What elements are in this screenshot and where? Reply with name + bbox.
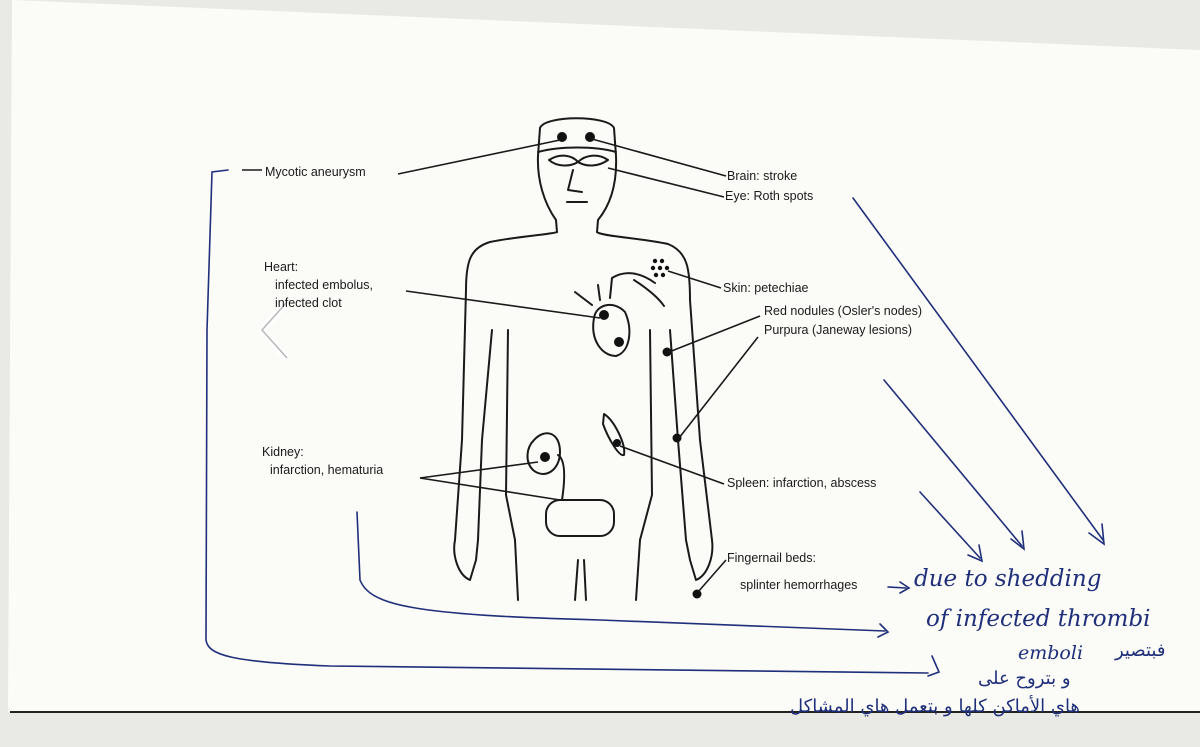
label-osler: Red nodules (Osler's nodes) — [764, 303, 922, 320]
handwritten-line-1: due to shedding — [914, 566, 1101, 592]
label-janeway: Purpura (Janeway lesions) — [764, 322, 912, 339]
label-spleen: Spleen: infarction, abscess — [727, 475, 876, 492]
handwritten-arabic-1: فبتصير — [1115, 640, 1165, 661]
label-brain: Brain: stroke — [727, 168, 797, 185]
label-heart-line1: infected embolus, — [275, 277, 373, 294]
label-kidney-title: Kidney: — [262, 444, 304, 461]
label-fingernail-title: Fingernail beds: — [727, 550, 816, 567]
label-mycotic-aneurysm: Mycotic aneurysm — [265, 164, 366, 181]
handwritten-line-2: of infected thrombi — [926, 606, 1151, 632]
label-eye: Eye: Roth spots — [725, 188, 813, 205]
label-skin: Skin: petechiae — [723, 280, 808, 297]
handwritten-arabic-3: هاي الأماكن كلها و بتعمل هاي المشاكل — [790, 696, 1080, 717]
label-kidney-line: infarction, hematuria — [270, 462, 383, 479]
label-fingernail-line: splinter hemorrhages — [740, 577, 857, 594]
handwritten-arabic-2: و بتروح على — [978, 668, 1071, 689]
handwritten-line-3: emboli — [1018, 642, 1083, 664]
label-heart-title: Heart: — [264, 259, 298, 276]
label-heart-line2: infected clot — [275, 295, 342, 312]
